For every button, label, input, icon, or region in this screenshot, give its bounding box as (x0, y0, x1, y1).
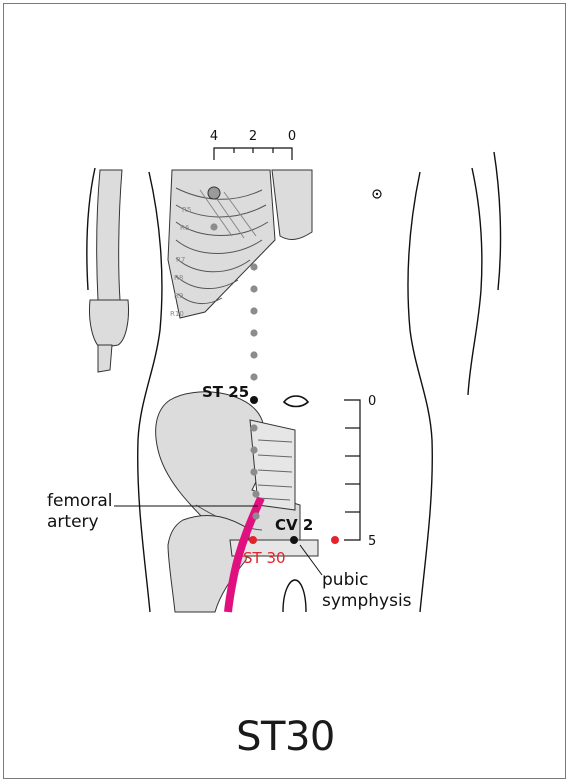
arm-bones (89, 170, 128, 372)
pubic-label-line1: pubic (322, 570, 368, 590)
right-scale-top: 0 (368, 394, 376, 409)
top-scale-tick-4: 4 (210, 129, 218, 144)
cv2-point (290, 536, 298, 544)
rib-label: R6 (180, 224, 190, 232)
right-scale-bottom: 5 (368, 534, 376, 549)
rib-label: R7 (176, 256, 185, 264)
navel-icon (284, 396, 308, 407)
st30-label: ST 30 (243, 549, 286, 567)
top-scale-tick-2: 2 (249, 129, 257, 144)
rib-cage (168, 170, 312, 318)
cv2-label: CV 2 (275, 516, 313, 534)
st30-point (249, 536, 257, 544)
top-scale (214, 148, 292, 160)
rib-label: R8 (174, 274, 183, 282)
st25-point (250, 396, 258, 404)
femoral-label-line1: femoral (47, 491, 113, 511)
rib-label: R5 (182, 206, 191, 214)
figure-title: ST30 (0, 714, 571, 760)
st25-label: ST 25 (202, 383, 249, 401)
rib-label: R10 (170, 310, 184, 318)
pubic-label-line2: symphysis (322, 591, 412, 611)
right-scale (344, 400, 360, 540)
top-scale-tick-0: 0 (288, 129, 296, 144)
st30-point-contralateral (331, 536, 339, 544)
rib-label: R9 (174, 292, 183, 300)
femoral-label-line2: artery (47, 512, 99, 532)
